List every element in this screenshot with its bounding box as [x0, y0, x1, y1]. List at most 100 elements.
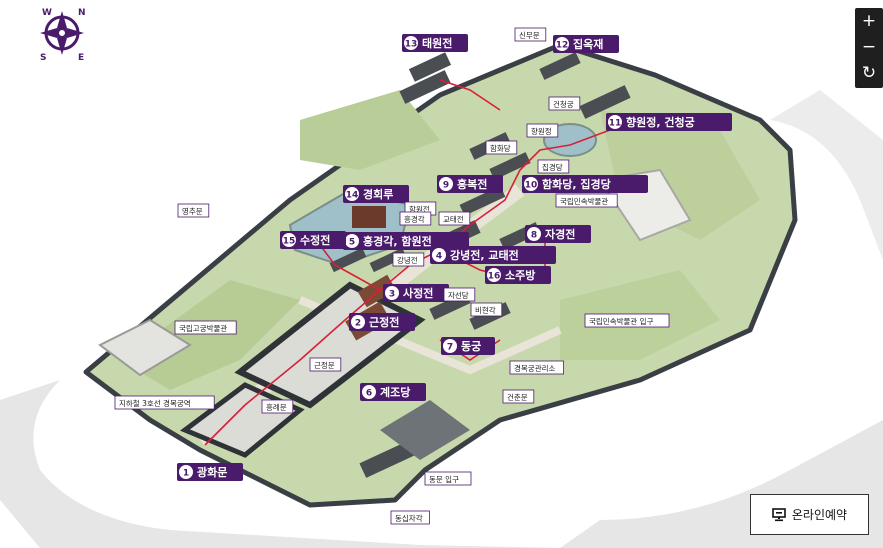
road-southwest — [0, 380, 560, 548]
area-number: 2 — [355, 319, 361, 329]
place-label-text: 근정문 — [314, 360, 335, 370]
place-label-text: 흥경각 — [404, 214, 425, 224]
place-label[interactable]: 흥경각 — [399, 211, 432, 226]
place-label[interactable]: 신무문 — [514, 27, 547, 42]
area-number: 1 — [183, 469, 189, 479]
place-label[interactable]: 자선당 — [443, 287, 476, 302]
area-name: 태원전 — [422, 36, 452, 50]
area-number: 4 — [436, 252, 442, 262]
zoom-in-button[interactable]: + — [861, 11, 877, 31]
area-number-badge — [432, 248, 446, 262]
place-label[interactable]: 비현각 — [470, 302, 503, 317]
place-label-text: 비현각 — [475, 305, 496, 315]
place-label-text: 동문 입구 — [429, 475, 459, 484]
area-name: 자경전 — [545, 227, 575, 241]
area-number-badge — [282, 233, 296, 247]
area-number-badge — [345, 187, 359, 201]
area-number-badge — [439, 177, 453, 191]
place-label[interactable]: 국립민속박물관 입구 — [584, 313, 670, 328]
area-label-1[interactable]: 1 광화문 — [177, 463, 243, 481]
area-label-9[interactable]: 9 흥복전 — [437, 175, 503, 193]
area-name: 흥경각, 함원전 — [363, 234, 432, 248]
area-label-bg — [522, 175, 648, 193]
place-label[interactable]: 지하철 3호선 경복궁역 — [114, 395, 215, 410]
place-label-bg — [424, 471, 472, 486]
area-number-badge — [404, 36, 418, 50]
online-reservation-label: 온라인예약 — [791, 508, 848, 522]
place-label[interactable]: 향원정 — [526, 123, 559, 138]
place-label-text: 함화당 — [490, 143, 511, 153]
reset-view-button[interactable]: ↻ — [861, 63, 877, 83]
place-label-text: 신무문 — [519, 31, 540, 40]
area-name: 계조당 — [380, 385, 410, 399]
place-label-bg — [502, 389, 535, 404]
area-name: 흥복전 — [457, 177, 487, 191]
place-label-bg — [309, 357, 342, 372]
place-label-text: 영추문 — [182, 206, 203, 216]
place-label-text: 자선당 — [448, 290, 469, 300]
compass-s: S — [40, 53, 46, 63]
place-label[interactable]: 강녕전 — [392, 252, 425, 267]
area-label-bg — [280, 231, 346, 249]
area-name: 강녕전, 교태전 — [450, 248, 519, 262]
online-reservation-button[interactable]: 온라인예약 — [750, 494, 869, 535]
place-label-bg — [509, 360, 564, 375]
area-number: 11 — [609, 119, 622, 129]
compass-n: N — [78, 8, 86, 18]
area-name: 수정전 — [300, 233, 330, 247]
area-label-bg — [485, 266, 551, 284]
place-label-bg — [114, 395, 215, 410]
place-label[interactable]: 함화당 — [485, 140, 518, 155]
area-name: 광화문 — [197, 465, 227, 479]
place-label[interactable]: 근정문 — [309, 357, 342, 372]
place-label-bg — [399, 211, 432, 226]
area-label-bg — [177, 463, 243, 481]
area-number: 15 — [283, 237, 296, 247]
place-label[interactable]: 건청궁 — [548, 96, 581, 111]
area-number: 16 — [488, 272, 501, 282]
place-label[interactable]: 동문 입구 — [424, 471, 472, 486]
place-label-bg — [526, 123, 559, 138]
area-number: 10 — [525, 181, 538, 191]
place-label[interactable]: 영추문 — [177, 203, 210, 218]
place-label-bg — [443, 287, 476, 302]
compass-w: W — [42, 8, 52, 18]
zoom-out-button[interactable]: − — [861, 37, 877, 57]
place-label[interactable]: 국립고궁박물관 — [174, 320, 237, 335]
area-number-badge — [608, 115, 622, 129]
place-label[interactable]: 경복궁관리소 — [509, 360, 564, 375]
area-label-15[interactable]: 15 수정전 — [280, 231, 346, 249]
place-label[interactable]: 국립민속박물관 — [555, 193, 618, 208]
place-label-text: 흥례문 — [266, 402, 287, 412]
area-number-badge — [351, 315, 365, 329]
place-label-bg — [470, 302, 503, 317]
place-label[interactable]: 동십자각 — [390, 510, 430, 525]
compass-e: E — [78, 53, 84, 63]
place-label[interactable]: 건춘문 — [502, 389, 535, 404]
place-label-bg — [584, 313, 670, 328]
place-label[interactable]: 교태전 — [438, 211, 471, 226]
place-label-text: 지하철 3호선 경복궁역 — [119, 398, 191, 408]
place-label-bg — [555, 193, 618, 208]
area-number: 9 — [443, 181, 449, 191]
place-label-text: 교태전 — [443, 214, 464, 224]
place-label-text: 향원정 — [531, 126, 552, 136]
area-label-4[interactable]: 4 강녕전, 교태전 — [430, 246, 556, 264]
place-label[interactable]: 흥례문 — [261, 399, 294, 414]
place-label[interactable]: 집경당 — [537, 159, 570, 174]
area-number-badge — [555, 37, 569, 51]
